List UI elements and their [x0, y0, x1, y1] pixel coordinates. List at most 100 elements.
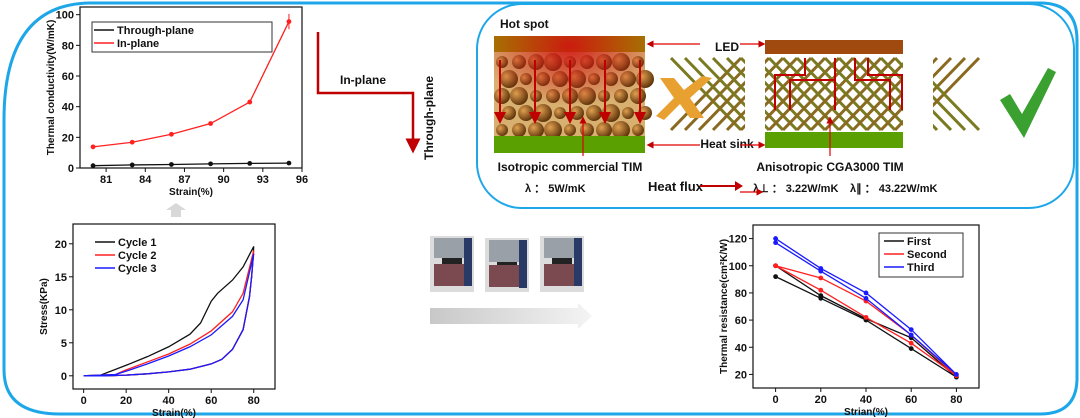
- heat-sink-label: Heat sink: [700, 137, 754, 151]
- legend-box: [878, 232, 964, 278]
- isotropic-tim-illustration: [494, 36, 654, 153]
- x-tick-label: 60: [905, 394, 917, 406]
- y-tick-label: 40: [735, 342, 747, 354]
- process-arrow-icon: [430, 303, 592, 329]
- data-point: [954, 372, 959, 377]
- data-point: [908, 332, 914, 338]
- y-tick-label: 60: [62, 71, 74, 83]
- led-label: LED: [715, 40, 739, 54]
- through-plane-label: Through-plane: [422, 76, 436, 160]
- x-tick-label: 93: [257, 174, 269, 186]
- x-tick-label: 84: [139, 174, 152, 186]
- data-point: [773, 236, 778, 241]
- plot-frame: [79, 6, 303, 169]
- data-point: [208, 161, 213, 167]
- isotropic-caption: Isotropic commercial TIM: [498, 160, 643, 174]
- data-point: [247, 161, 253, 166]
- y-tick-label: 20: [62, 132, 74, 144]
- data-point: [773, 263, 778, 269]
- legend-label: Second: [907, 249, 947, 261]
- up-arrow-icon: [166, 203, 186, 217]
- heat-flux-arrow-icon: [700, 181, 743, 191]
- y-tick-label: 5: [61, 338, 67, 350]
- legend-box: [91, 21, 273, 53]
- y-tick-label: 80: [62, 40, 74, 52]
- x-tick-label: 20: [120, 395, 132, 407]
- data-point: [863, 314, 869, 320]
- direction-arrow: [316, 32, 421, 154]
- data-point: [773, 240, 778, 246]
- x-tick-label: 40: [860, 394, 872, 406]
- lambda-perpendicular: λ⊥ ： 3.22W/mK: [753, 183, 838, 195]
- in-plane-label: In-plane: [340, 73, 386, 87]
- hot-spot-label: Hot spot: [500, 17, 549, 31]
- legend-label: Cycle 2: [118, 250, 157, 262]
- data-point: [908, 340, 914, 346]
- x-tick-label: 20: [815, 394, 827, 406]
- series-line-in-plane: [92, 21, 290, 148]
- x-tick-label: 0: [773, 394, 779, 406]
- lambda-isotropic: λ ： 5W/mK: [525, 183, 586, 195]
- data-point: [90, 163, 96, 169]
- data-point: [169, 162, 174, 167]
- y-tick-label: 40: [62, 102, 74, 114]
- y-tick-label: 0: [61, 371, 67, 383]
- x-tick-label: 60: [205, 395, 217, 407]
- legend-label: First: [907, 236, 931, 248]
- x-tick-label: 40: [163, 395, 175, 407]
- plot-frame: [72, 223, 276, 390]
- x-axis-label: Strain(%): [169, 187, 213, 198]
- x-tick-label: 80: [248, 395, 260, 407]
- x-tick-label: 0: [81, 395, 87, 407]
- series-line-cycle-2: [83, 250, 255, 377]
- y-axis-label: Thermal conductivity(W/mK): [46, 20, 57, 156]
- x-axis-label: Strian(%): [844, 407, 888, 418]
- x-tick-label: 87: [178, 174, 190, 186]
- legend-label: Cycle 1: [118, 237, 157, 249]
- heat-flux-label: Heat flux: [648, 179, 704, 194]
- x-tick-label: 96: [296, 174, 308, 186]
- series-line-through-plane: [93, 162, 289, 167]
- legend-label: Third: [907, 262, 935, 274]
- data-point: [818, 275, 824, 281]
- y-axis-label: Thermal resistance(cm²K/W): [719, 239, 730, 374]
- data-point: [818, 287, 824, 293]
- data-point: [863, 295, 869, 301]
- legend-label: In-plane: [117, 38, 159, 50]
- y-tick-label: 120: [729, 234, 747, 246]
- y-tick-label: 100: [729, 261, 747, 273]
- data-point: [818, 293, 824, 299]
- data-point: [129, 162, 135, 168]
- legend-label: Cycle 3: [118, 263, 157, 275]
- y-tick-label: 80: [735, 288, 747, 300]
- anisotropic-caption: Anisotropic CGA3000 TIM: [756, 160, 903, 174]
- compression-photos: [430, 236, 584, 292]
- y-tick-label: 10: [55, 305, 67, 317]
- x-tick-label: 81: [100, 174, 112, 186]
- x-axis-label: Strain(%): [152, 408, 196, 418]
- y-tick-label: 100: [56, 10, 74, 22]
- data-point: [286, 160, 292, 166]
- data-point: [818, 266, 824, 271]
- lambda-parallel: λ∥ ： 43.22W/mK: [850, 183, 937, 195]
- y-tick-label: 0: [68, 163, 74, 175]
- y-tick-label: 20: [55, 239, 67, 251]
- y-tick-label: 20: [735, 369, 747, 381]
- x-tick-label: 80: [950, 394, 962, 406]
- y-tick-label: 15: [55, 272, 67, 284]
- y-axis-label: Stress(KPa): [39, 278, 50, 335]
- series-line-cycle-3: [83, 253, 255, 377]
- legend-label: Through-plane: [117, 25, 194, 37]
- data-point: [908, 346, 914, 352]
- data-point: [863, 290, 869, 296]
- data-point: [773, 274, 778, 280]
- data-point: [908, 327, 914, 332]
- x-mark-icon: [656, 76, 712, 120]
- check-mark-icon: [1000, 68, 1056, 138]
- y-tick-label: 60: [735, 315, 747, 327]
